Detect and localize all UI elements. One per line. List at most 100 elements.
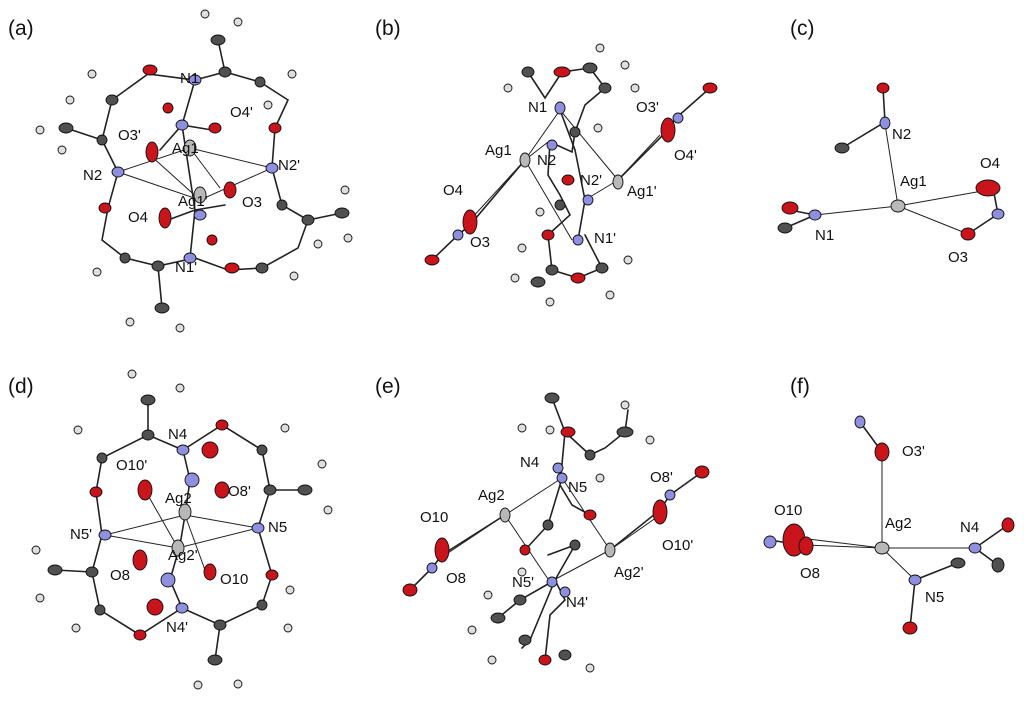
atom-o bbox=[215, 419, 229, 431]
atom-label: O8 bbox=[446, 570, 466, 587]
atom-h bbox=[233, 17, 243, 27]
atoms-c bbox=[777, 82, 1005, 241]
atom-h bbox=[289, 271, 299, 281]
atom-n1-prime bbox=[183, 252, 197, 264]
atom-nitrate-n bbox=[763, 535, 777, 549]
atom-o8-prime bbox=[694, 465, 710, 479]
atom-o bbox=[876, 82, 890, 94]
atom-n2-prime bbox=[582, 194, 594, 206]
atom-h bbox=[545, 425, 555, 435]
atom-label: N4' bbox=[166, 619, 188, 636]
atom-o3-prime bbox=[145, 141, 159, 163]
atom-o3 bbox=[960, 227, 976, 241]
atom-o bbox=[541, 229, 555, 241]
atom-h bbox=[517, 567, 527, 577]
atom-h bbox=[620, 60, 630, 70]
atom-n4 bbox=[552, 462, 564, 474]
atom-c bbox=[301, 214, 315, 226]
atom-label: O4' bbox=[230, 104, 253, 121]
atom-label: N4 bbox=[168, 426, 187, 443]
atom-label: O8 bbox=[110, 567, 130, 584]
atom-nitrate-n bbox=[664, 489, 676, 501]
atom-h bbox=[313, 239, 323, 249]
atom-label: N1' bbox=[594, 230, 616, 247]
atom-h bbox=[193, 680, 203, 690]
atom-o8-prime bbox=[214, 481, 230, 499]
atom-h bbox=[623, 255, 633, 265]
atom-ag1-prime bbox=[612, 174, 624, 190]
atom-label: O3 bbox=[948, 249, 968, 266]
atom-o bbox=[268, 122, 282, 134]
atom-label: N1' bbox=[175, 259, 197, 276]
atom-h bbox=[125, 317, 135, 327]
atom-c bbox=[991, 557, 1005, 573]
atom-h bbox=[92, 267, 102, 277]
atom-h bbox=[535, 207, 545, 217]
atom-c bbox=[530, 276, 546, 288]
atom-nitrate-n bbox=[175, 119, 189, 131]
atom-c bbox=[154, 302, 170, 314]
atom-c bbox=[218, 66, 232, 78]
atom-label: N2' bbox=[278, 157, 300, 174]
atom-c bbox=[105, 94, 119, 106]
atom-o4 bbox=[158, 207, 172, 229]
atom-label: O4 bbox=[128, 209, 148, 226]
atom-label: N4' bbox=[566, 594, 588, 611]
atom-n2-prime bbox=[265, 162, 279, 174]
atom-h bbox=[503, 83, 513, 93]
atom-o bbox=[781, 201, 799, 215]
atom-label: O10' bbox=[662, 537, 693, 554]
atom-label: Ag1 bbox=[485, 142, 512, 159]
atom-o bbox=[142, 64, 158, 76]
atom-h bbox=[595, 43, 605, 53]
atoms-b bbox=[424, 43, 718, 307]
atom-ag1-prime bbox=[193, 186, 207, 204]
panel-label-a: (a) bbox=[8, 17, 34, 40]
atom-n1 bbox=[554, 101, 566, 115]
atom-label: N5' bbox=[70, 526, 92, 543]
atom-h bbox=[127, 369, 137, 379]
atom-label: O10 bbox=[420, 509, 448, 526]
atom-label: Ag2 bbox=[478, 487, 505, 504]
atom-n5 bbox=[908, 574, 922, 586]
atom-label: O3' bbox=[636, 99, 659, 116]
atom-c bbox=[598, 82, 612, 94]
atom-label: O4 bbox=[980, 155, 1000, 172]
atom-o bbox=[538, 654, 552, 666]
atom-label: N1 bbox=[528, 99, 547, 116]
atom-o3-prime bbox=[874, 442, 890, 462]
atom-o bbox=[89, 486, 103, 498]
atom-label: O8' bbox=[228, 483, 251, 500]
atom-n4-prime bbox=[175, 602, 189, 614]
atom-labels-c: N2 O4 Ag1 N1 O3 bbox=[815, 126, 1000, 266]
atom-label: Ag2 bbox=[165, 490, 192, 507]
atoms-e bbox=[402, 392, 710, 673]
atom-o bbox=[162, 102, 174, 114]
atoms-f bbox=[763, 415, 1015, 635]
atom-label: N5 bbox=[925, 589, 944, 606]
atom-c bbox=[569, 126, 581, 138]
atom-c bbox=[521, 66, 535, 78]
atom-ag1 bbox=[519, 152, 531, 168]
atom-label: O3 bbox=[242, 194, 262, 211]
atom-n5-prime bbox=[98, 529, 112, 541]
panel-c: (c) N2 O4 Ag1 N1 O3 bbox=[777, 17, 1005, 266]
atom-n4-prime bbox=[559, 586, 571, 598]
atom-n1 bbox=[808, 209, 822, 221]
atom-h bbox=[517, 423, 527, 433]
atom-o bbox=[583, 509, 597, 521]
atom-h bbox=[620, 400, 630, 410]
atom-c bbox=[256, 444, 268, 456]
atom-c bbox=[297, 484, 313, 496]
atom-n4 bbox=[968, 542, 982, 554]
atom-label: N2 bbox=[892, 126, 911, 143]
atom-ag1 bbox=[183, 139, 197, 157]
atom-c bbox=[544, 392, 560, 404]
atom-nitrate-n bbox=[184, 472, 200, 488]
atom-o3-prime bbox=[702, 82, 718, 94]
atom-c bbox=[256, 599, 268, 611]
atom-label: O10 bbox=[774, 502, 802, 519]
atoms-d bbox=[31, 369, 333, 690]
atom-c bbox=[151, 260, 165, 272]
